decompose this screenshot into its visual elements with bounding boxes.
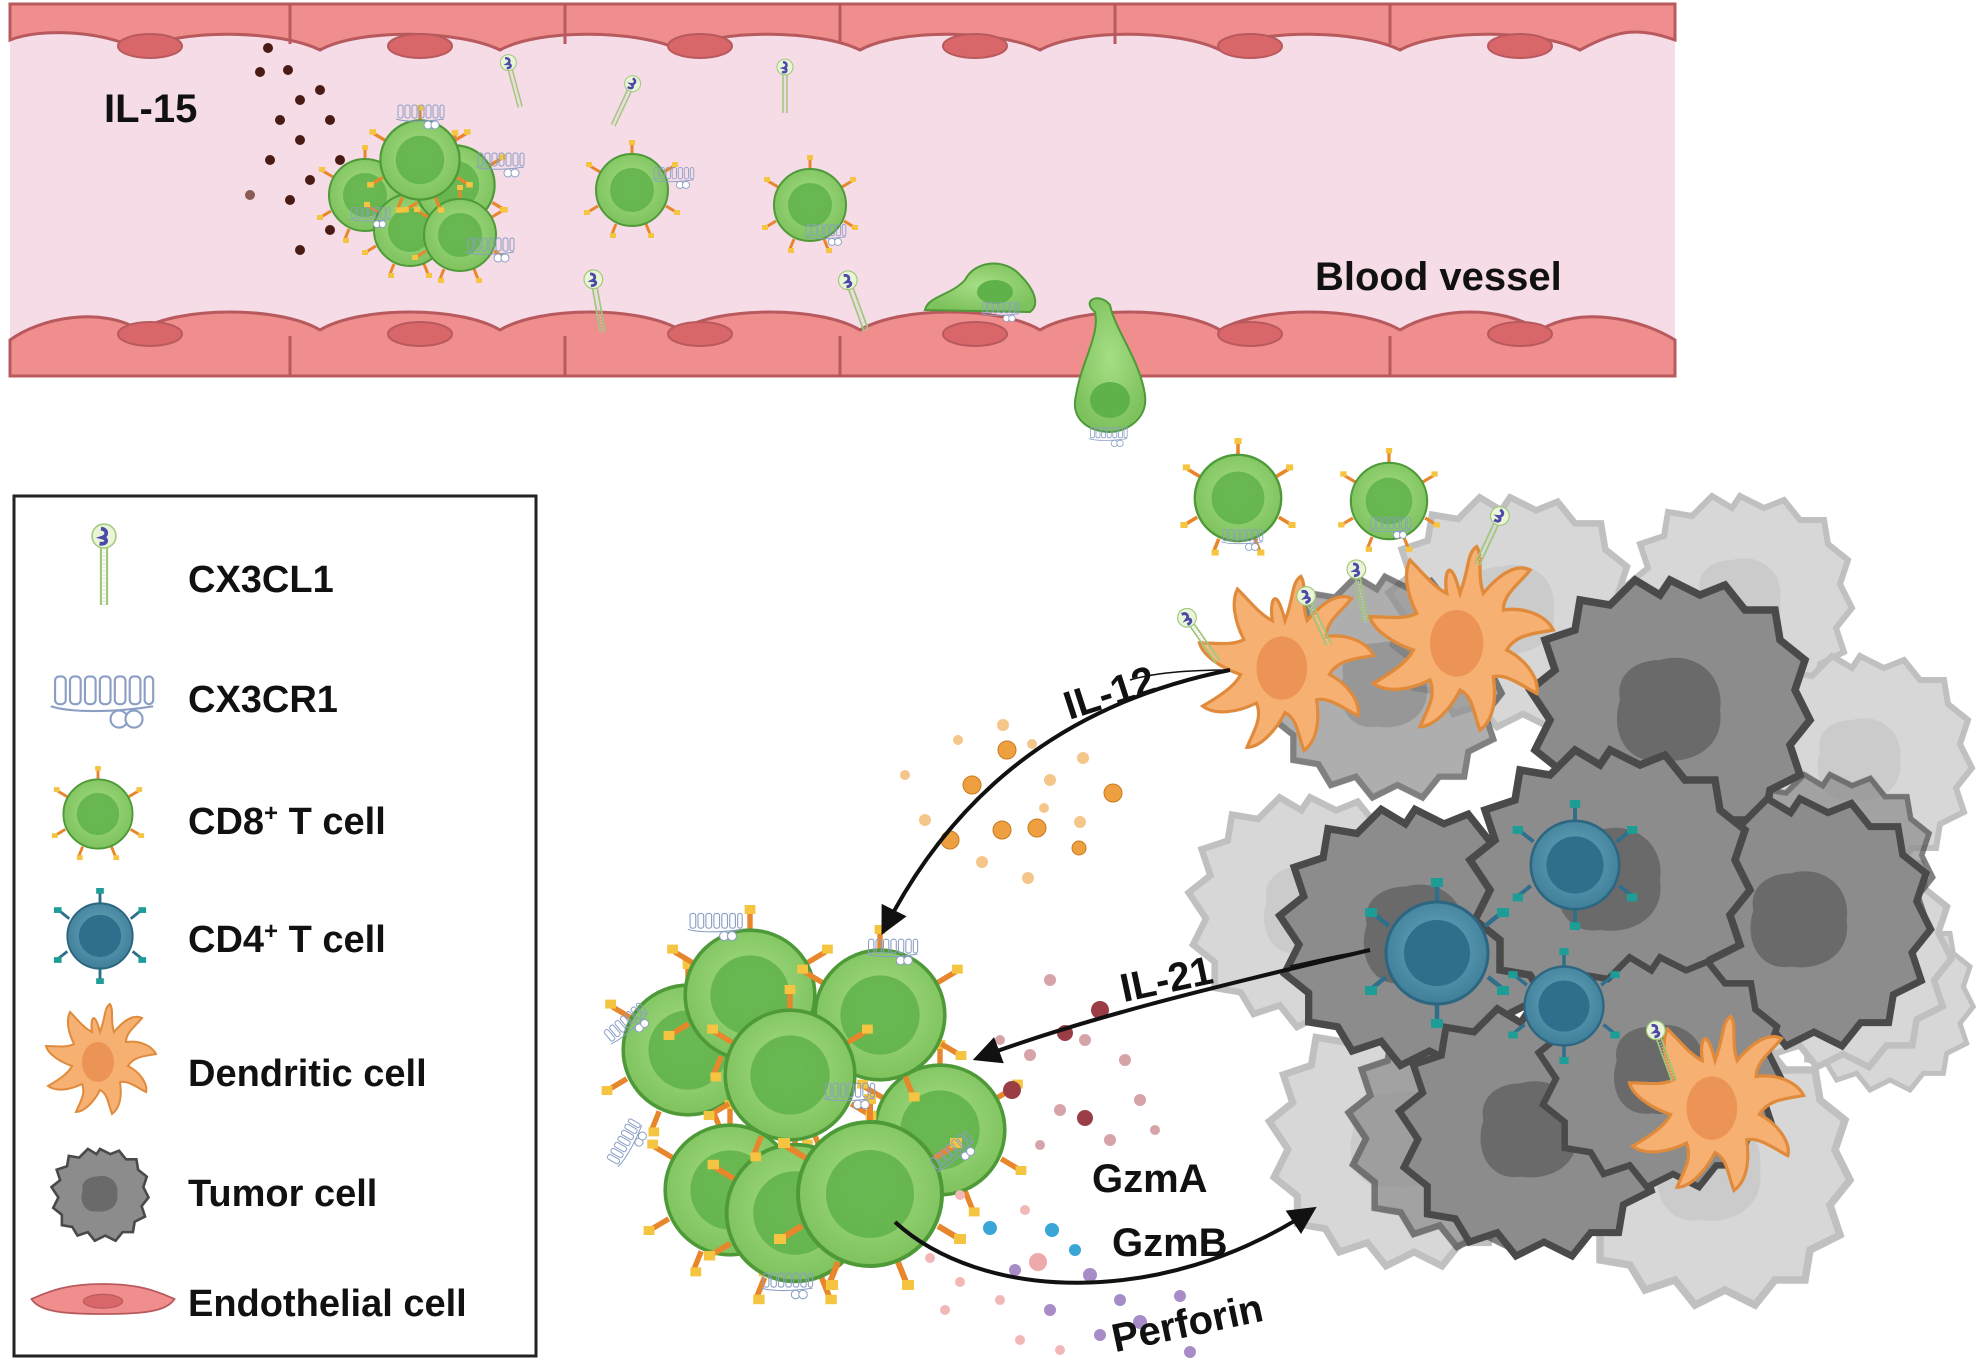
legend-label-cd4: CD4+ T cell — [188, 918, 386, 962]
legend-label-tumor: Tumor cell — [188, 1173, 377, 1215]
il12-arrow — [881, 668, 1231, 935]
cytotoxic-arrow — [893, 1206, 1317, 1285]
legend-item-cx3cl1: CX3CL1 — [92, 524, 334, 605]
legend: CX3CL1 CX3CR1 CD8+ T cell CD4+ T cell De… — [12, 494, 538, 1358]
arrows — [881, 668, 1371, 1285]
legend-label-endo: Endothelial cell — [188, 1283, 467, 1325]
gzma-label: GzmA — [1092, 1157, 1208, 1201]
il12-label: IL-12 — [1058, 658, 1160, 729]
legend-label-dc: Dendritic cell — [188, 1053, 427, 1095]
vessel-cd8-adhering — [923, 262, 1037, 323]
effector-cd8-cluster — [602, 905, 1027, 1304]
endothelium-top — [8, 2, 1677, 59]
legend-item-tumor: Tumor cell — [50, 1147, 377, 1243]
legend-label-cx3cr1: CX3CR1 — [188, 679, 338, 721]
approaching-cd8-cell — [1336, 448, 1442, 554]
granzyme-particles — [925, 1190, 1196, 1358]
legend-item-cd4: CD4+ T cell — [52, 888, 386, 984]
blood-vessel: IL-15 Blood vessel — [8, 2, 1677, 378]
il12-particles — [900, 719, 1123, 884]
approaching-cd8-cell — [1178, 438, 1298, 558]
legend-label-cd8: CD8+ T cell — [188, 800, 386, 844]
endothelium-bottom — [8, 310, 1677, 378]
blood-vessel-label: Blood vessel — [1315, 255, 1562, 299]
extravasating-cd8 — [1073, 297, 1147, 448]
legend-item-dc: Dendritic cell — [45, 1003, 427, 1115]
legend-label-cx3cl1: CX3CL1 — [188, 559, 334, 601]
legend-item-cx3cr1: CX3CR1 — [49, 675, 338, 729]
gzmb-label: GzmB — [1112, 1221, 1228, 1265]
legend-item-endo: Endothelial cell — [30, 1282, 467, 1325]
tumor-mass — [1172, 438, 1973, 1305]
il21-arrow — [972, 948, 1371, 1064]
il21-label: IL-21 — [1116, 948, 1216, 1010]
il15-particles — [245, 43, 345, 255]
legend-item-cd8: CD8+ T cell — [50, 766, 386, 862]
il15-label: IL-15 — [104, 87, 197, 131]
